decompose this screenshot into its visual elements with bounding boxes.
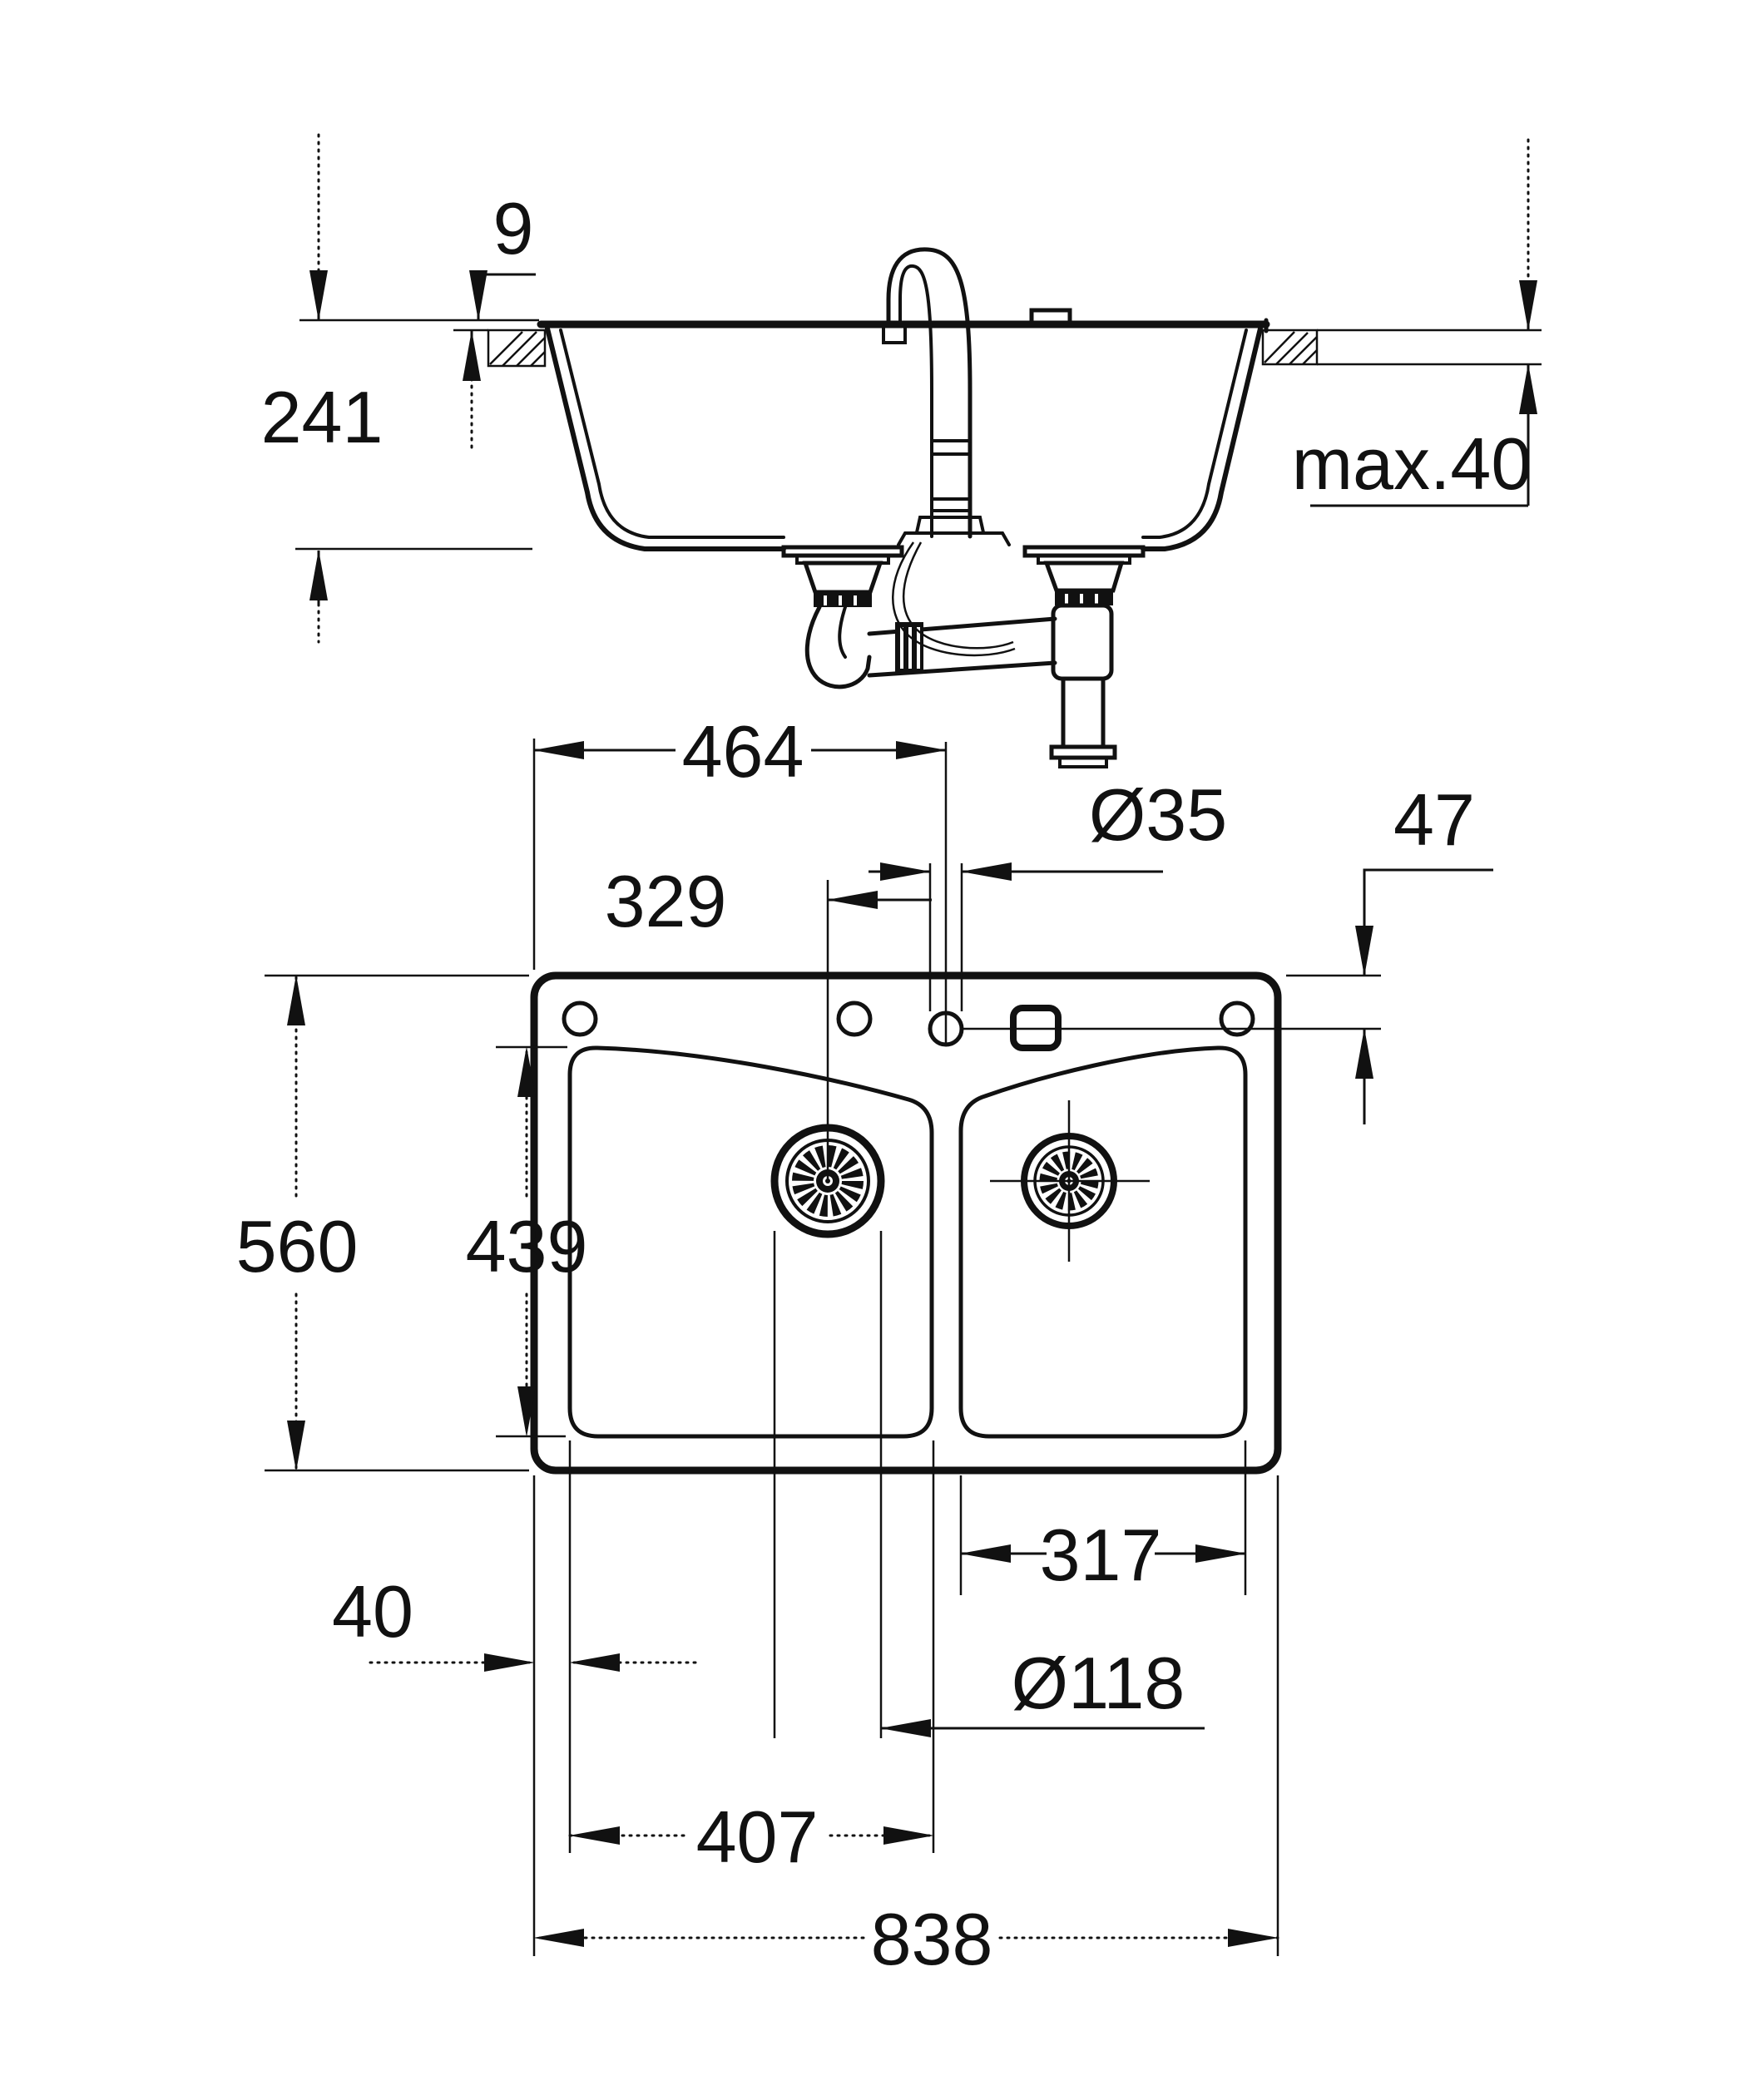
dim-40: 40 <box>332 1570 697 1672</box>
faucet-nozzle <box>882 324 907 344</box>
dim-317: 317 <box>960 1514 1246 1596</box>
faucet-spout-inner <box>898 264 933 538</box>
faucet-section <box>880 247 985 539</box>
dim-9: 9 <box>463 187 536 451</box>
accessory-hole-center <box>836 1001 873 1037</box>
dim-838: 838 <box>532 1898 1279 1980</box>
dim-317-label: 317 <box>1040 1514 1162 1596</box>
sink-outline-plan <box>530 971 1282 1475</box>
plan-view: 464 Ø35 329 47 560 4 <box>236 710 1493 1980</box>
dim-47-label: 47 <box>1393 778 1475 861</box>
dim-329-label: 329 <box>605 860 727 942</box>
remote-knob-section <box>1029 308 1072 327</box>
dim-40-label: 40 <box>332 1570 413 1653</box>
left-bowl <box>567 1045 934 1439</box>
side-view: 9 241 max.40 <box>261 133 1542 768</box>
faucet-base <box>915 516 985 534</box>
dim-838-label: 838 <box>871 1898 993 1980</box>
accessory-hole-right <box>1219 1001 1255 1037</box>
dim-439-label: 439 <box>466 1205 588 1287</box>
dim-max40: max.40 <box>1292 138 1537 507</box>
dim-464: 464 <box>533 710 947 793</box>
dim-329: 329 <box>605 860 932 942</box>
dim-560: 560 <box>236 974 359 1472</box>
right-drain <box>990 1100 1150 1262</box>
dim-464-label: 464 <box>682 710 804 793</box>
dim-241-label: 241 <box>261 376 384 458</box>
drain-assembly-section <box>781 541 1146 768</box>
dim-47: 47 <box>1355 778 1493 1124</box>
faucet-spout-outer <box>886 247 973 539</box>
left-strainer-sunburst <box>792 1145 864 1217</box>
dim-560-label: 560 <box>236 1205 359 1287</box>
countertop-section-left <box>487 329 547 368</box>
flexible-hose <box>892 541 1016 657</box>
right-bowl <box>958 1045 1248 1439</box>
dim-9-label: 9 <box>493 187 534 269</box>
dim-241: 241 <box>261 133 532 644</box>
dim-407-label: 407 <box>696 1796 819 1878</box>
dim-118-label: Ø118 <box>1012 1642 1185 1724</box>
dim-35-label: Ø35 <box>1089 773 1227 856</box>
sink-body-section <box>537 308 1270 551</box>
dim-max40-label: max.40 <box>1292 422 1532 505</box>
extension-lines <box>265 739 1381 1956</box>
dim-35: Ø35 <box>869 773 1227 881</box>
center-deck <box>897 531 1011 546</box>
dim-118: Ø118 <box>880 1642 1205 1737</box>
dim-439: 439 <box>466 1045 588 1438</box>
tap-hole-row <box>562 1001 1381 1051</box>
dim-407: 407 <box>568 1796 935 1878</box>
accessory-hole-left <box>562 1001 598 1037</box>
countertop-section-right <box>1261 329 1542 366</box>
